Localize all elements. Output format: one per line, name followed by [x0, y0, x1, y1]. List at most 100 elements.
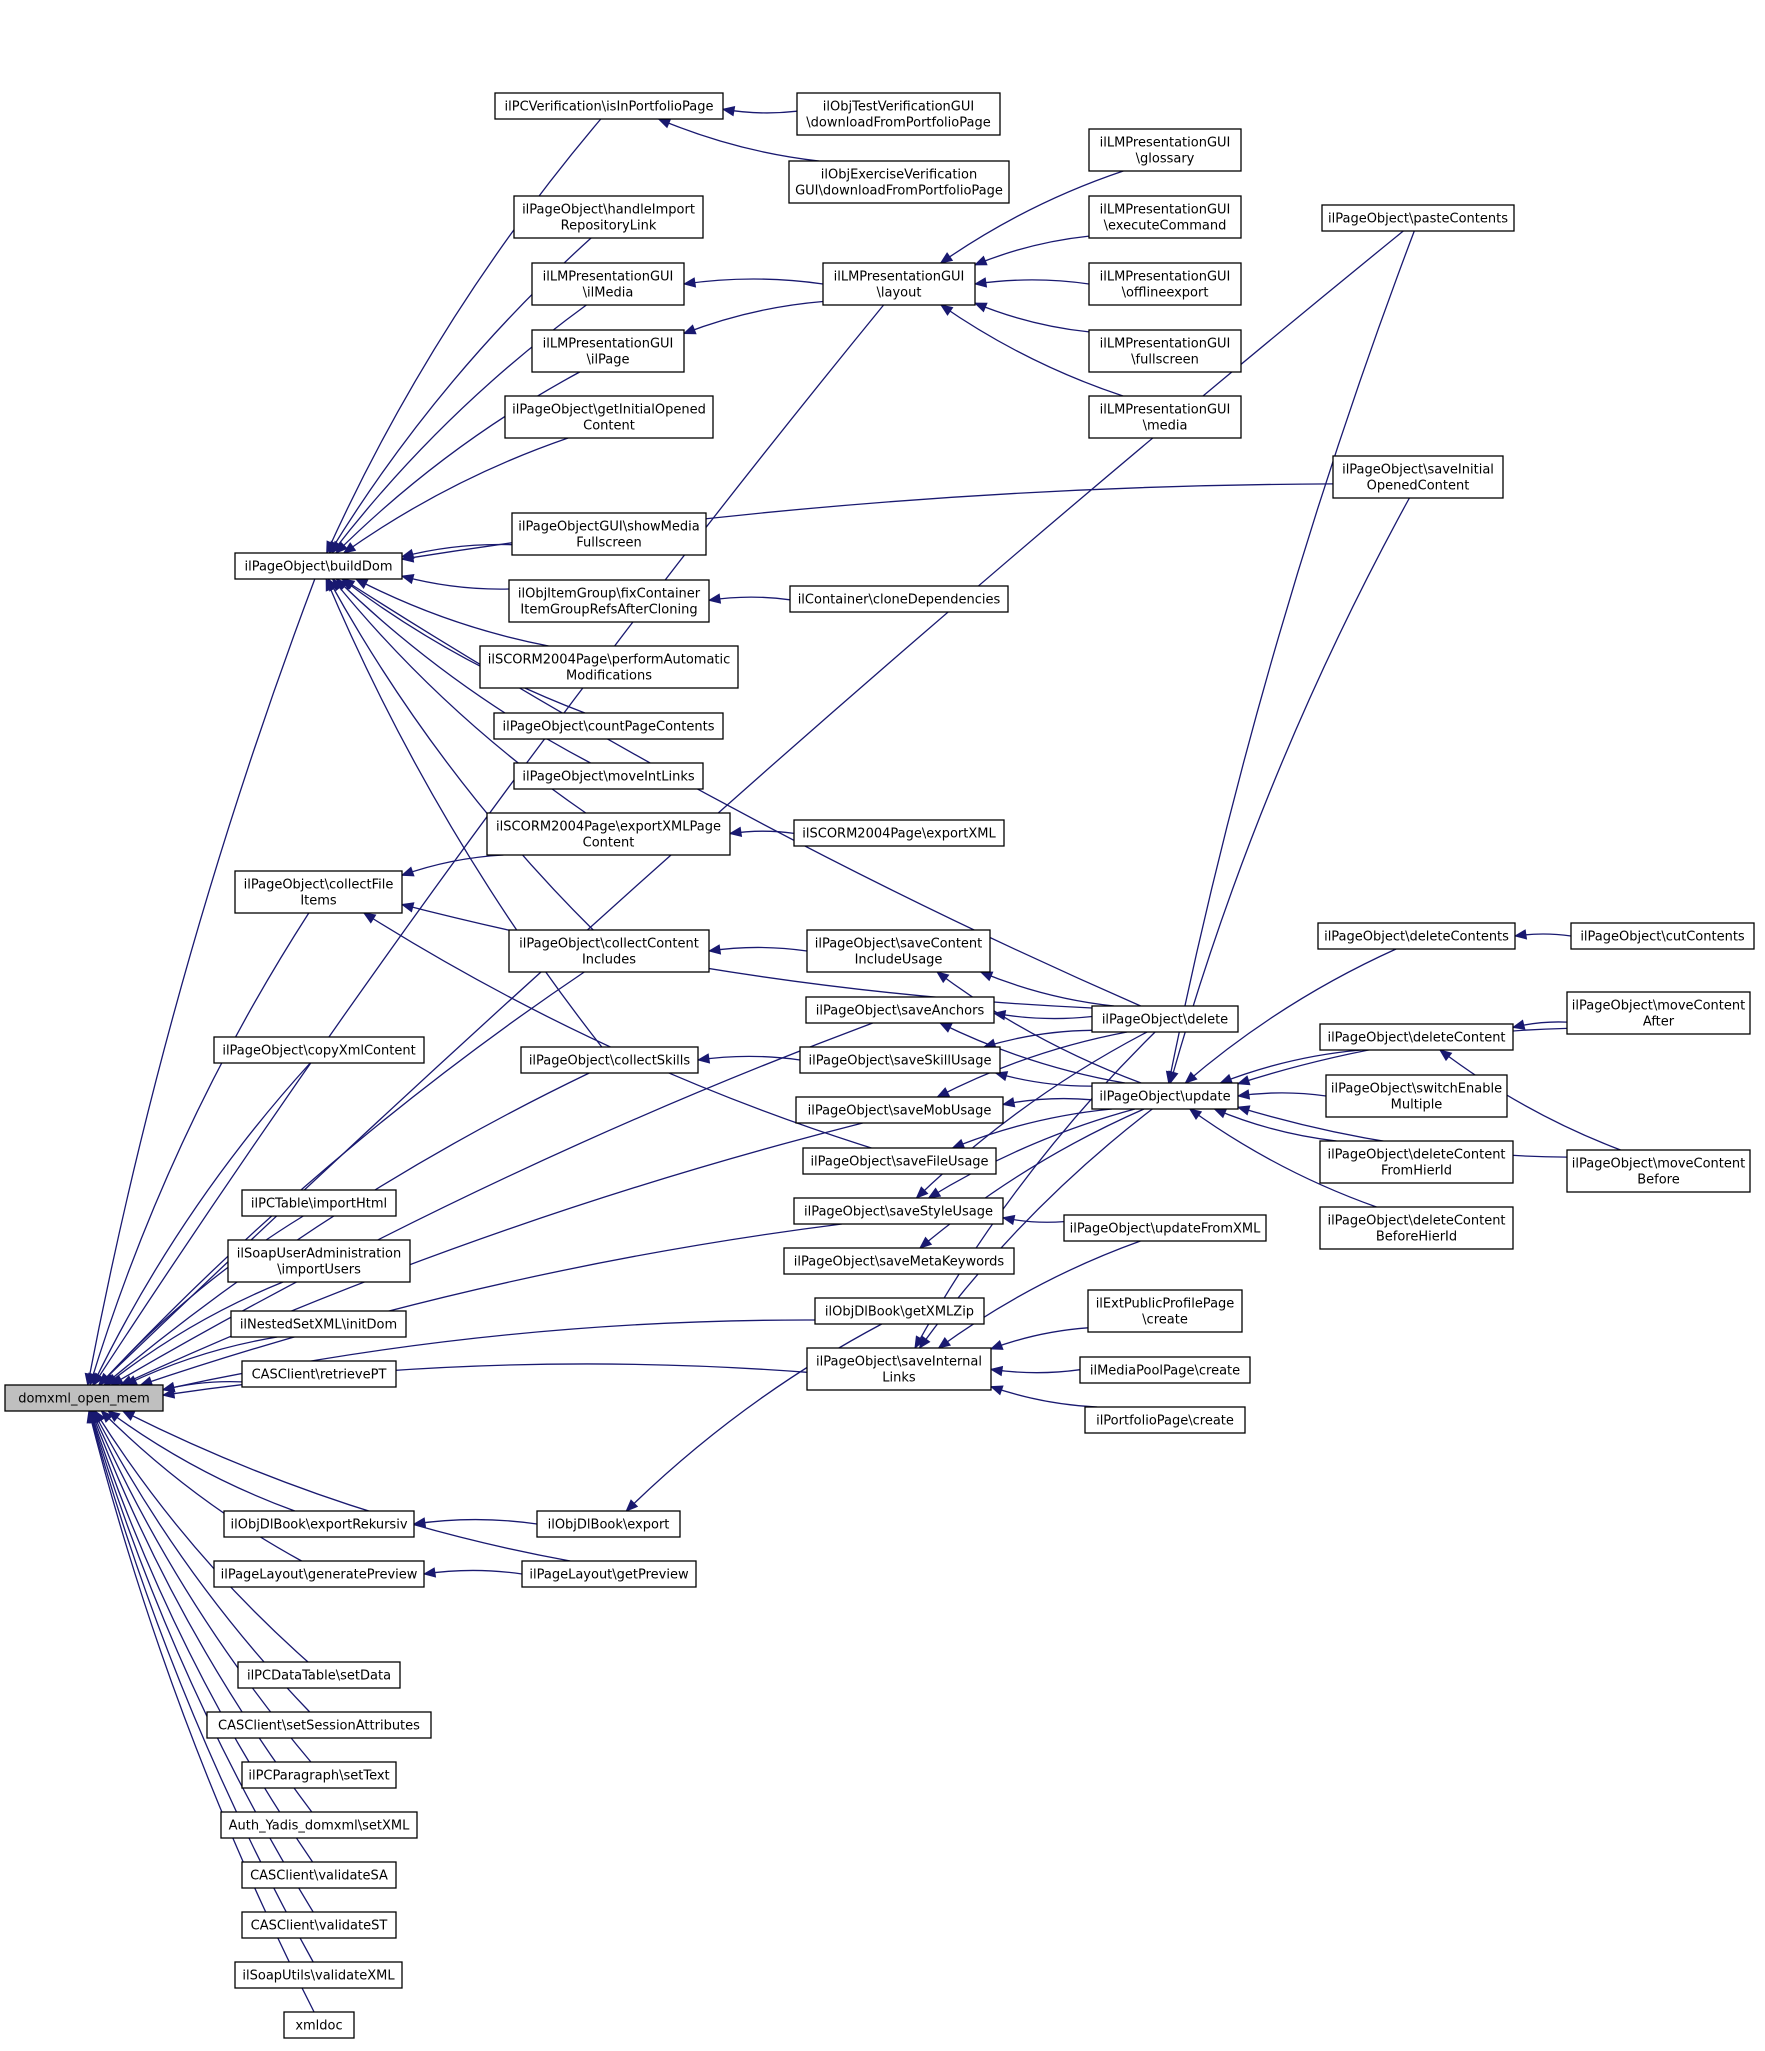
node-deleteContents[interactable]: ilPageObject\deleteContents [1317, 922, 1516, 950]
arrowhead [951, 1138, 966, 1149]
node-updateFromXML[interactable]: ilPageObject\updateFromXML [1063, 1214, 1267, 1242]
node-casST[interactable]: CASClient\validateST [241, 1911, 397, 1939]
node-lmExec[interactable]: ilLMPresentationGUI\executeCommand [1088, 195, 1242, 239]
node-pcVerif[interactable]: ilPCVerification\isInPortfolioPage [494, 92, 724, 120]
edge-update-deleteContents [1184, 948, 1397, 1084]
node-dataTable[interactable]: ilPCDataTable\setData [237, 1661, 401, 1689]
node-exportRek[interactable]: ilObjDlBook\exportRekursiv [223, 1510, 415, 1538]
node-box [220, 1811, 418, 1839]
node-label: ilPageObjectGUI\showMedia [518, 520, 699, 535]
node-label: \layout [877, 286, 922, 301]
node-lmIlPage[interactable]: ilLMPresentationGUI\ilPage [531, 329, 685, 373]
node-pcPara[interactable]: ilPCParagraph\setText [241, 1761, 397, 1789]
node-root[interactable]: domxml_open_mem [4, 1384, 164, 1412]
node-lmMedia[interactable]: ilLMPresentationGUI\media [1088, 395, 1242, 439]
node-deleteContent[interactable]: ilPageObject\deleteContent [1319, 1023, 1514, 1051]
node-label: ilPageObject\update [1099, 1090, 1230, 1105]
node-saveAnchors[interactable]: ilPageObject\saveAnchors [805, 996, 995, 1024]
node-label: ilPageObject\moveIntLinks [522, 770, 695, 785]
node-lmGlossary[interactable]: ilLMPresentationGUI\glossary [1088, 128, 1242, 172]
node-pasteContents[interactable]: ilPageObject\pasteContents [1321, 204, 1515, 232]
edge-saveInternal-portfolio [990, 1385, 1098, 1408]
node-xmldoc[interactable]: xmldoc [283, 2011, 355, 2039]
node-box [241, 1861, 397, 1889]
node-dlExport[interactable]: ilObjDlBook\export [536, 1510, 681, 1538]
node-scormPerform[interactable]: ilSCORM2004Page\performAutomaticModifica… [479, 645, 739, 689]
node-portfolio[interactable]: ilPortfolioPage\create [1084, 1406, 1246, 1434]
node-label: ilObjItemGroup\fixContainer [518, 587, 701, 602]
node-exVerif[interactable]: ilObjExerciseVerificationGUI\downloadFro… [788, 160, 1010, 204]
node-moveIntLinks[interactable]: ilPageObject\moveIntLinks [513, 762, 704, 790]
node-box [234, 1961, 403, 1989]
node-update[interactable]: ilPageObject\update [1091, 1082, 1239, 1110]
arrowhead [1001, 1214, 1016, 1226]
node-soapUtils[interactable]: ilSoapUtils\validateXML [234, 1961, 403, 1989]
node-saveMeta[interactable]: ilPageObject\saveMetaKeywords [783, 1247, 1015, 1275]
node-box [1319, 1140, 1514, 1184]
node-box [511, 512, 707, 556]
node-label: OpenedContent [1367, 479, 1470, 494]
node-genPreview[interactable]: ilPageLayout\generatePreview [213, 1560, 425, 1588]
node-label: \importUsers [277, 1263, 361, 1278]
node-lmLayout[interactable]: ilLMPresentationGUI\layout [822, 262, 976, 306]
node-extProfile[interactable]: ilExtPublicProfilePage\create [1087, 1289, 1243, 1333]
node-countPage[interactable]: ilPageObject\countPageContents [493, 712, 724, 740]
node-copyXml[interactable]: ilPageObject\copyXmlContent [213, 1036, 425, 1064]
node-testVerif[interactable]: ilObjTestVerificationGUI\downloadFromPor… [796, 92, 1001, 136]
node-collectSkills[interactable]: ilPageObject\collectSkills [520, 1046, 699, 1074]
node-box [795, 1096, 1004, 1124]
node-box [1566, 991, 1751, 1035]
node-yadis[interactable]: Auth_Yadis_domxml\setXML [220, 1811, 418, 1839]
node-fixContainer[interactable]: ilObjItemGroup\fixContainerItemGroupRefs… [508, 579, 710, 623]
edge-root-saveAnchors [110, 1022, 873, 1386]
node-cloneDeps[interactable]: ilContainer\cloneDependencies [789, 585, 1009, 613]
edge-collectFile-scormExportPage [401, 854, 504, 876]
node-label: ilLMPresentationGUI [543, 270, 674, 285]
node-casRetrieve[interactable]: CASClient\retrievePT [241, 1360, 397, 1388]
node-saveStyle[interactable]: ilPageObject\saveStyleUsage [793, 1197, 1004, 1225]
node-casSession[interactable]: CASClient\setSessionAttributes [206, 1711, 432, 1739]
node-soapUser[interactable]: ilSoapUserAdministration\importUsers [227, 1239, 411, 1283]
node-label: ilPageObject\collectSkills [529, 1054, 691, 1069]
node-mediaPool[interactable]: ilMediaPoolPage\create [1079, 1356, 1251, 1384]
node-label: Content [583, 419, 635, 434]
arrowhead [354, 578, 369, 589]
node-saveMob[interactable]: ilPageObject\saveMobUsage [795, 1096, 1004, 1124]
node-casSA[interactable]: CASClient\validateSA [241, 1861, 397, 1889]
node-label: ilPageObject\saveFileUsage [810, 1155, 988, 1170]
node-buildDom[interactable]: ilPageObject\buildDom [234, 552, 403, 580]
node-saveFile[interactable]: ilPageObject\saveFileUsage [802, 1147, 997, 1175]
node-label: CASClient\setSessionAttributes [218, 1719, 420, 1734]
node-box [1317, 922, 1516, 950]
edge-saveAnchors-update [939, 1022, 1126, 1084]
node-scormExport[interactable]: ilSCORM2004Page\exportXML [793, 819, 1005, 847]
node-getPreview[interactable]: ilPageLayout\getPreview [521, 1560, 697, 1588]
node-pcTable[interactable]: ilPCTable\importHtml [241, 1189, 397, 1217]
node-label: \fullscreen [1131, 353, 1199, 368]
node-lmFullscreen[interactable]: ilLMPresentationGUI\fullscreen [1088, 329, 1242, 373]
node-label: ItemGroupRefsAfterCloning [520, 603, 697, 618]
node-label: ilPortfolioPage\create [1096, 1414, 1234, 1429]
node-getXMLZip[interactable]: ilObjDlBook\getXMLZip [814, 1297, 985, 1325]
node-saveSkill[interactable]: ilPageObject\saveSkillUsage [799, 1046, 1001, 1074]
node-nestedSet[interactable]: ilNestedSetXML\initDom [230, 1310, 407, 1338]
node-lmIlMedia[interactable]: ilLMPresentationGUI\ilMedia [531, 262, 685, 306]
node-cutContents[interactable]: ilPageObject\cutContents [1570, 922, 1755, 950]
node-label: \ilMedia [583, 286, 634, 301]
node-lmOffline[interactable]: ilLMPresentationGUI\offlineexport [1088, 262, 1242, 306]
node-delete[interactable]: ilPageObject\delete [1091, 1005, 1239, 1033]
